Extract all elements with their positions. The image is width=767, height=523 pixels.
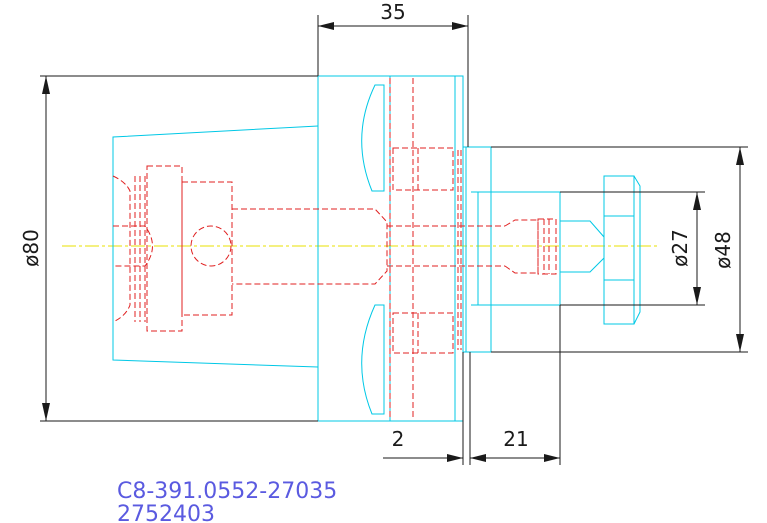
dimension-flange-width: 35 <box>317 0 469 147</box>
dimension-shank-diameter: ø48 <box>491 146 748 353</box>
dim-80-label: ø80 <box>19 229 43 267</box>
part-code: C8-391.0552-27035 <box>117 479 337 504</box>
tool-holder-outline <box>112 75 641 422</box>
dim-2-label: 2 <box>392 427 405 451</box>
dimension-outer-diameter: ø80 <box>19 75 318 422</box>
dim-48-label: ø48 <box>711 231 735 269</box>
dimension-projection: 21 <box>470 305 561 465</box>
dim-21-label: 21 <box>503 427 528 451</box>
hidden-features <box>112 78 557 419</box>
dim-27-label: ø27 <box>668 229 692 267</box>
dimension-gap: 2 <box>383 352 471 465</box>
part-number: 2752403 <box>117 502 215 523</box>
dim-35-label: 35 <box>380 0 405 24</box>
dimension-pilot-diameter: ø27 <box>560 191 705 306</box>
